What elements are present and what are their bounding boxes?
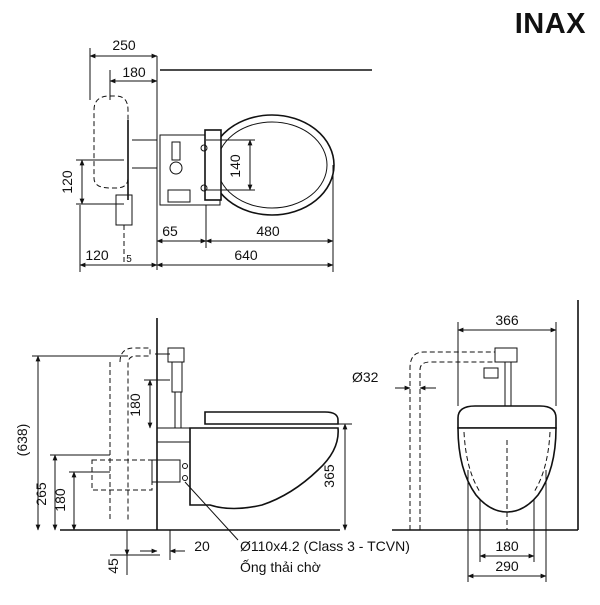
dim-366: 366	[495, 312, 519, 328]
dim-5: 5	[126, 254, 132, 265]
dim-65: 65	[162, 223, 178, 239]
dim-638: (638)	[14, 424, 30, 457]
valve-front	[494, 347, 518, 363]
dim-140: 140	[227, 154, 243, 178]
flush-valve-base	[167, 189, 191, 203]
flush-valve-top	[171, 141, 181, 161]
cistern-outline-top	[93, 95, 129, 189]
valve-handle-front	[483, 367, 499, 379]
leader-line	[184, 481, 239, 541]
supply-pipe-front	[409, 351, 495, 530]
flush-valve-body	[169, 161, 183, 175]
brand-logo: INAX	[514, 8, 586, 40]
valve-stem	[171, 361, 183, 393]
valve-head-side	[167, 347, 185, 363]
dim-20: 20	[194, 538, 210, 554]
dim-45: 45	[105, 558, 121, 574]
dim-180-upper: 180	[127, 393, 143, 417]
dim-180-top: 180	[122, 64, 146, 80]
supply-pipe-front-2	[419, 361, 495, 530]
dim-32: Ø32	[352, 369, 379, 385]
dim-120-bottom: 120	[85, 247, 109, 263]
dim-265: 265	[33, 482, 49, 506]
bowl-hinge	[204, 129, 222, 201]
seat-front	[457, 405, 557, 429]
dim-250: 250	[112, 37, 136, 53]
dim-180-lower: 180	[52, 488, 68, 512]
dim-640: 640	[234, 247, 258, 263]
side-view: (638) 265 180 180 365 45	[14, 318, 410, 575]
bolt-2	[200, 184, 208, 192]
pipe-name: Ống thải chờ	[240, 558, 321, 575]
bowl-front-dash-right	[533, 431, 551, 493]
front-view: 366 Ø32 180 290	[352, 300, 579, 582]
seat-side	[204, 411, 339, 425]
dim-480: 480	[256, 223, 280, 239]
drain-side	[151, 459, 181, 483]
bowl-front-dash-left	[463, 431, 481, 493]
dim-120-side: 120	[59, 170, 75, 194]
bowl-side	[189, 427, 339, 510]
bolt-1	[200, 144, 208, 152]
top-view: 250 180 120 140 65 480	[59, 37, 372, 272]
dim-290: 290	[495, 558, 519, 574]
pipe-dashed-side	[119, 347, 151, 520]
dim-365: 365	[321, 464, 337, 488]
drain-stub	[115, 194, 133, 226]
pipe-spec: Ø110x4.2 (Class 3 - TCVN)	[240, 538, 410, 554]
dim-180-front: 180	[495, 538, 519, 554]
drain-pipe-side	[91, 459, 153, 491]
